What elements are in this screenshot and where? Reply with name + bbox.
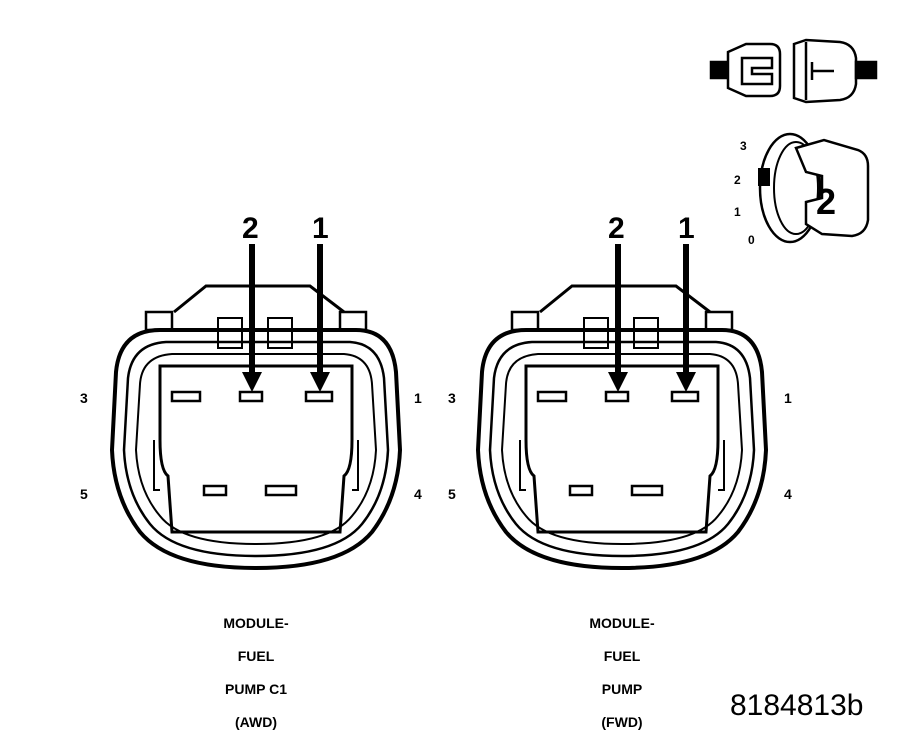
terminal-pin-1 [670,390,700,403]
terminal-pin-2 [604,390,630,403]
terminal-pin-3 [170,390,202,403]
terminal-pin-5 [202,484,228,497]
pin-terminals [536,390,700,497]
pin-label-3: 3 [448,390,456,406]
pin-label-5: 5 [80,486,88,502]
connector-caption: MODULE- FUEL PUMP (FWD) [589,615,655,730]
probe-arrowhead-left [242,372,262,392]
pin-label-4: 4 [414,486,422,502]
figure-id: 8184813b [730,689,863,722]
connector-awd: 2 1 3 1 5 4 MODULE- FUEL PUMP C1 (AWD) [80,212,422,730]
probe-arrowhead-right [310,372,330,392]
pin-label-1: 1 [414,390,422,406]
probe-label-right: 1 [312,212,329,245]
terminal-pin-5 [568,484,594,497]
key-position-label: 2 [816,181,836,222]
caption-line: MODULE- [589,615,655,631]
terminal-pin-2 [238,390,264,403]
position-1-label: 1 [734,205,741,219]
connector-disconnect-icon [709,38,878,104]
caption-line: (AWD) [235,714,277,730]
terminal-pin-4 [264,484,298,497]
probe-label-left: 2 [608,212,625,245]
connector-housing [475,284,769,571]
pin-terminals [170,390,334,497]
position-2-label: 2 [734,173,741,187]
terminal-pin-4 [630,484,664,497]
connector-caption: MODULE- FUEL PUMP C1 (AWD) [223,615,289,730]
probe-arrowhead-right [676,372,696,392]
pin-label-5: 5 [448,486,456,502]
caption-line: PUMP C1 [225,681,287,697]
test-probes [242,244,330,392]
caption-line: FUEL [604,648,641,664]
caption-line: PUMP [602,681,642,697]
pin-label-3: 3 [80,390,88,406]
position-3-label: 3 [740,139,747,153]
probe-arrowhead-left [608,372,628,392]
pin-label-1: 1 [784,390,792,406]
probe-label-left: 2 [242,212,259,245]
test-probes [608,244,696,392]
pin-label-4: 4 [784,486,792,502]
probe-label-right: 1 [678,212,695,245]
ignition-switch-icon: 3 2 1 0 2 [734,132,870,247]
caption-line: MODULE- [223,615,289,631]
caption-line: (FWD) [601,714,642,730]
connector-fwd: 2 1 3 1 5 4 MODULE- FUEL PUMP (FWD) [448,212,792,730]
terminal-pin-3 [536,390,568,403]
connector-housing [109,284,403,571]
terminal-pin-1 [304,390,334,403]
caption-line: FUEL [238,648,275,664]
position-0-label: 0 [748,233,755,247]
